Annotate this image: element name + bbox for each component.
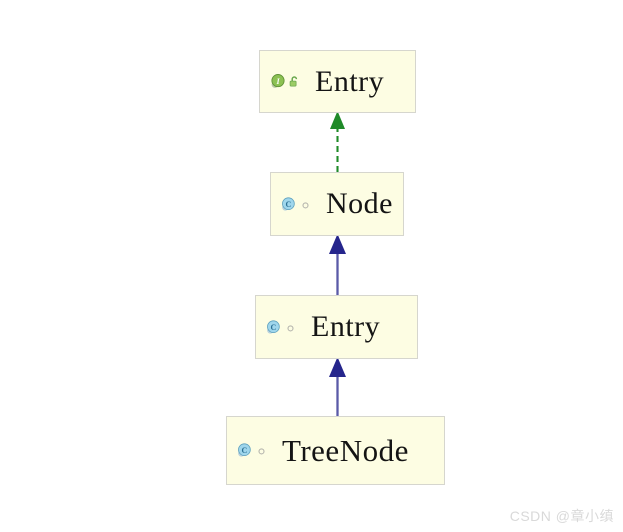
arrowhead-filled-triangle	[329, 357, 346, 377]
arrowhead-filled-triangle	[329, 234, 346, 254]
small-circle-icon	[299, 198, 312, 211]
svg-text:C: C	[271, 323, 277, 332]
class-c-icon: C	[236, 442, 253, 459]
uml-node-label: Entry	[315, 64, 385, 98]
icon-cluster: C	[265, 319, 297, 336]
connector-entryclass-extends-node	[329, 234, 346, 295]
small-circle-icon	[284, 321, 297, 334]
unlock-icon	[288, 75, 301, 88]
arrowhead-filled-triangle	[330, 111, 345, 129]
uml-node-label: TreeNode	[282, 432, 409, 468]
class-c-icon: C	[265, 319, 282, 336]
connector-treenode-extends-entryclass	[329, 357, 346, 416]
svg-text:I: I	[275, 77, 280, 86]
small-circle-icon	[255, 444, 268, 457]
watermark: CSDN @章小缜	[509, 508, 614, 524]
uml-node-entry-class[interactable]: C Entry	[255, 295, 418, 359]
uml-node-label: Entry	[311, 310, 381, 343]
uml-node-node-class[interactable]: C Node	[270, 172, 404, 236]
icon-cluster: C	[280, 196, 312, 213]
icon-cluster: I	[269, 73, 301, 90]
connector-node-implements-entry	[330, 111, 345, 172]
icon-cluster: C	[236, 442, 268, 459]
uml-node-entry-interface[interactable]: I Entry	[259, 50, 416, 113]
interface-i-icon: I	[269, 73, 286, 90]
uml-node-treenode-class[interactable]: C TreeNode	[226, 416, 445, 485]
class-c-icon: C	[280, 196, 297, 213]
svg-text:C: C	[286, 200, 292, 209]
uml-node-label: Node	[326, 187, 393, 220]
svg-text:C: C	[242, 446, 248, 455]
